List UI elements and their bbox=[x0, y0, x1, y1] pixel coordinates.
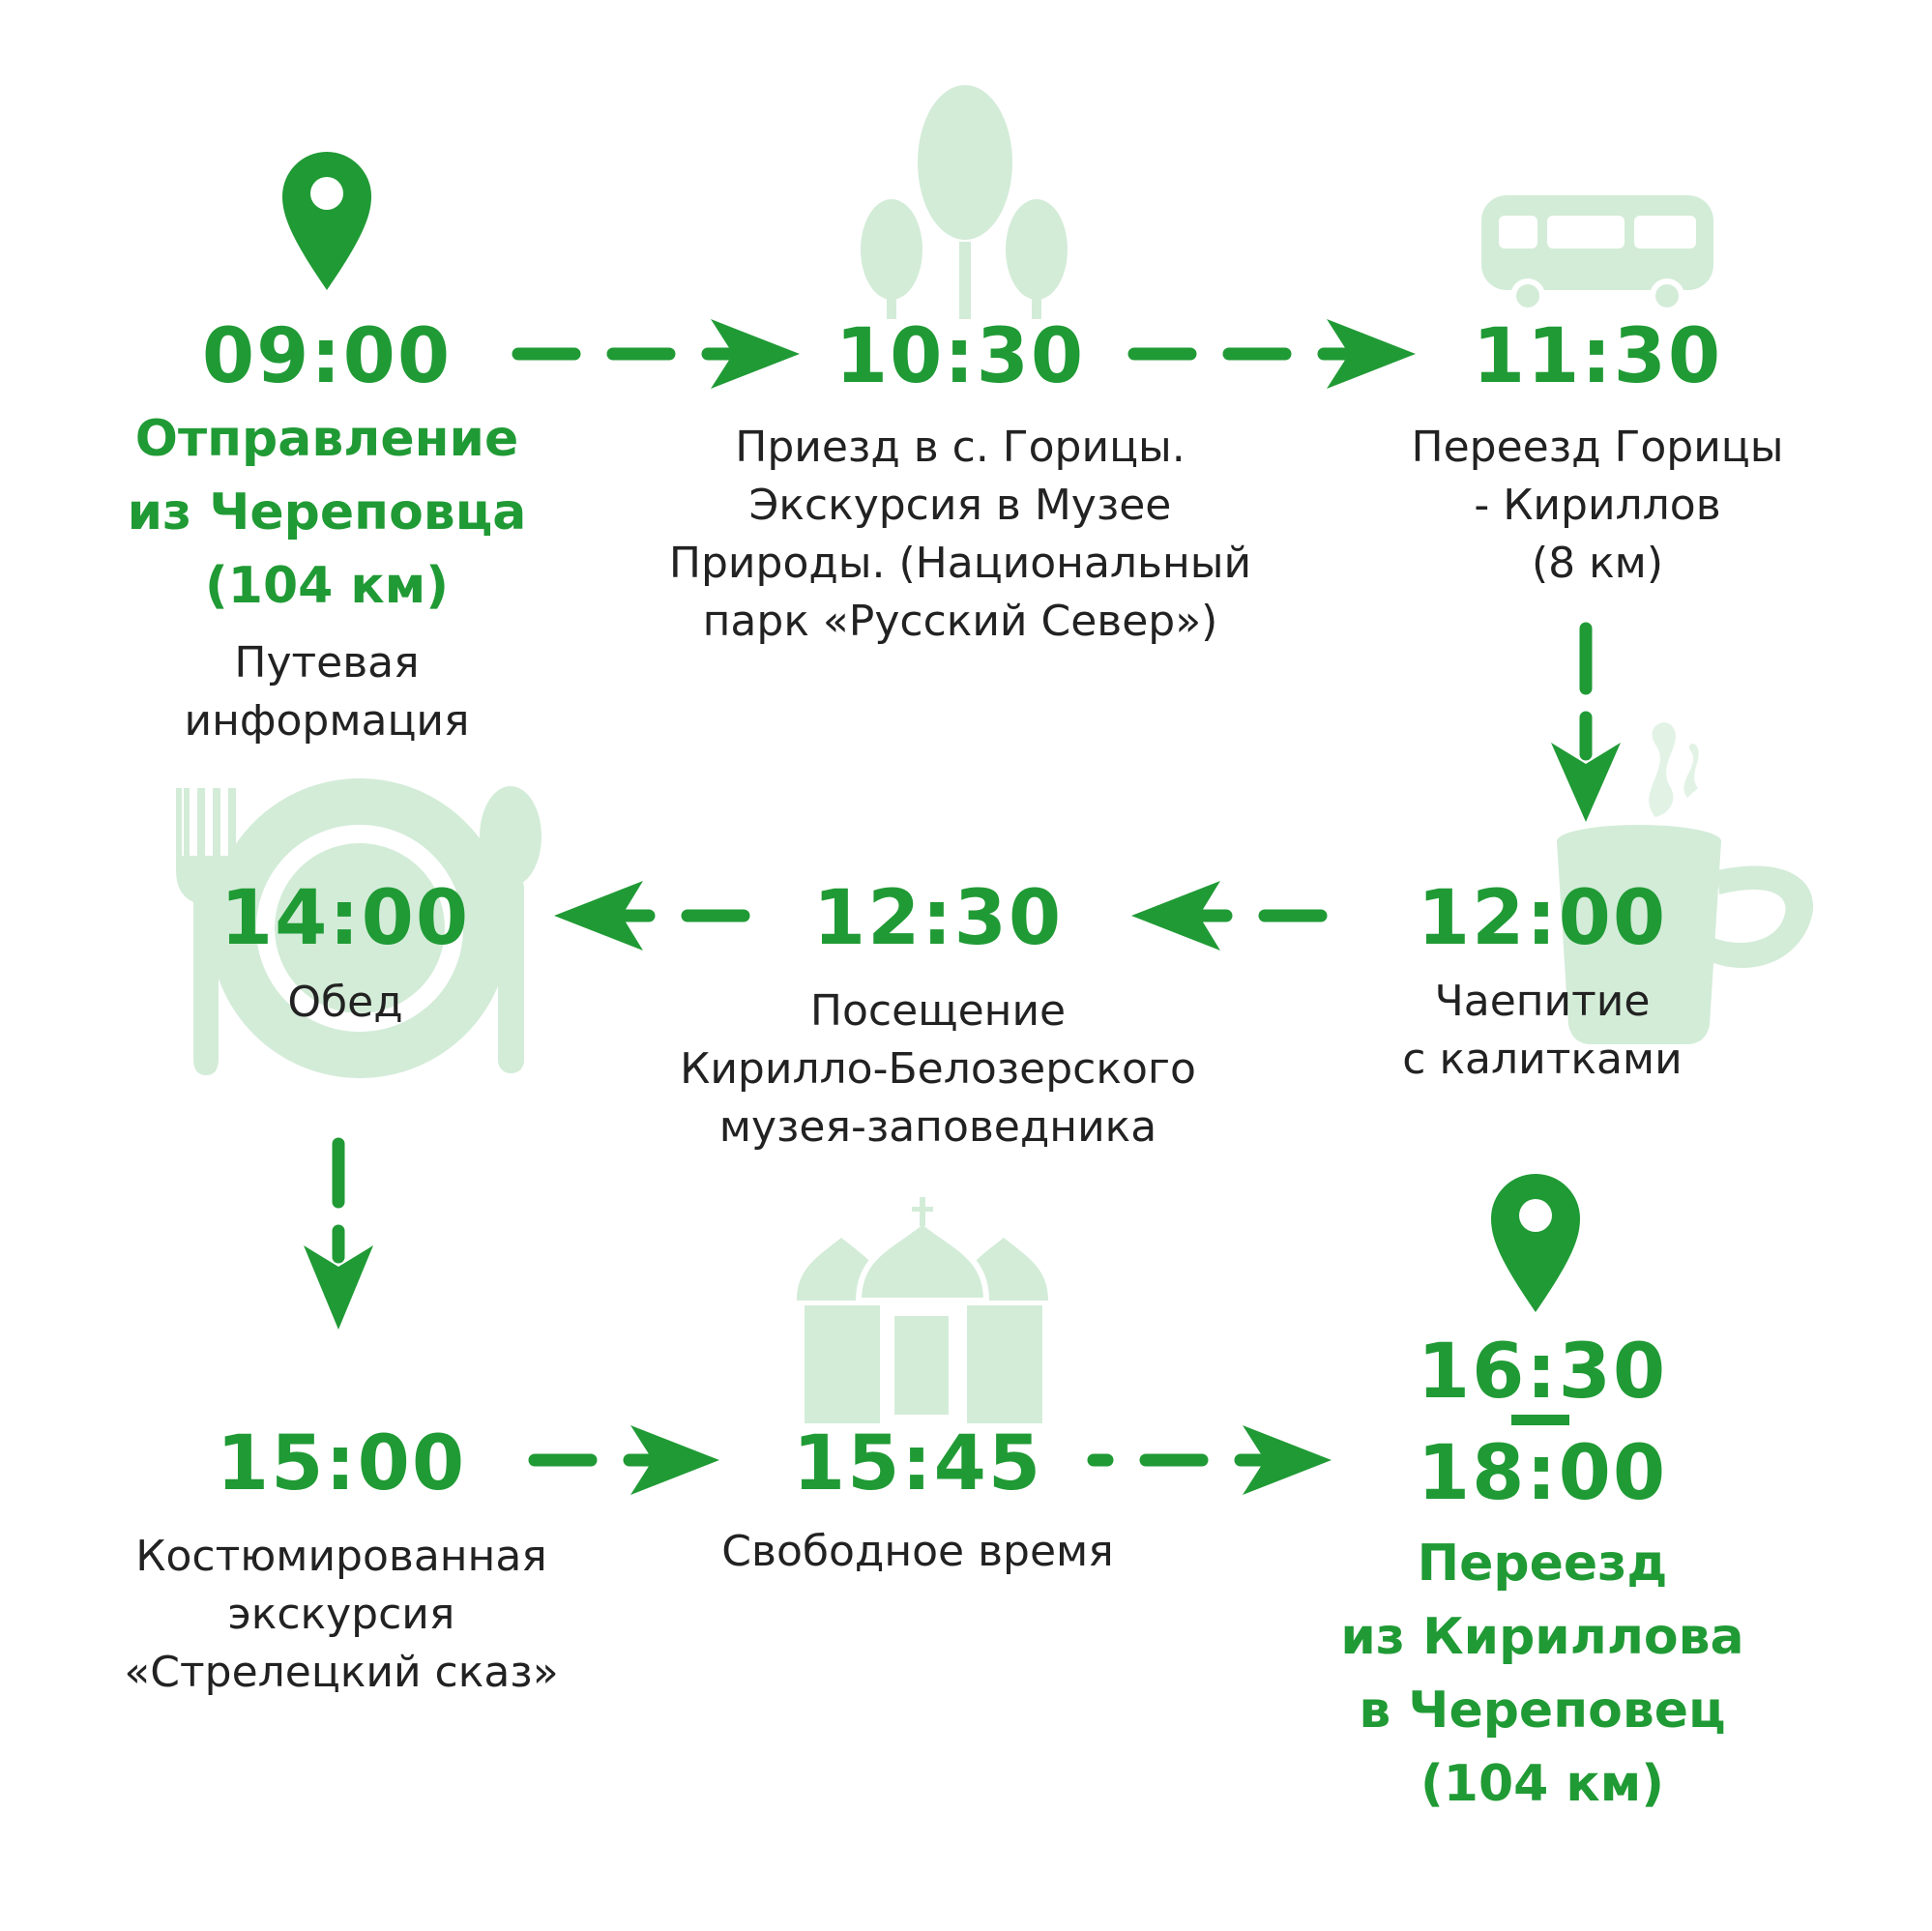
desc-line: музея-заповедника bbox=[718, 1102, 1157, 1152]
step-time: 12:00 bbox=[1417, 875, 1668, 962]
title-line: (104 км) bbox=[1420, 1755, 1664, 1813]
desc-line: экскурсия bbox=[227, 1590, 455, 1639]
arrow-right bbox=[1087, 1425, 1332, 1495]
arrow-left bbox=[554, 881, 750, 951]
arrow-right bbox=[1127, 319, 1416, 389]
step-time: 10:30 bbox=[834, 313, 1086, 400]
step-description: Костюмированная экскурсия «Стрелецкий ск… bbox=[100, 1528, 583, 1702]
desc-line: - Кириллов bbox=[1474, 481, 1721, 530]
desc-line: Экскурсия в Музее bbox=[748, 481, 1172, 530]
desc-line: Костюмированная bbox=[135, 1532, 547, 1581]
step-time-start: 16:30 bbox=[1417, 1329, 1668, 1416]
desc-line: Переезд Горицы bbox=[1411, 423, 1784, 472]
step-time: 15:00 bbox=[216, 1420, 467, 1507]
desc-line: с калитками bbox=[1402, 1035, 1683, 1084]
step-time: 15:45 bbox=[792, 1420, 1043, 1507]
step-time: 12:30 bbox=[812, 875, 1064, 962]
plate-cutlery-icon bbox=[176, 778, 542, 1078]
arrow-down bbox=[1551, 622, 1621, 822]
arrow-right bbox=[528, 1425, 719, 1495]
step-time: 11:30 bbox=[1472, 313, 1723, 400]
desc-line: Приезд в с. Горицы. bbox=[735, 423, 1186, 472]
step-title: Переезд из Кириллова в Череповец (104 км… bbox=[1301, 1527, 1784, 1821]
step-title: Отправление из Череповца (104 км) bbox=[85, 402, 569, 623]
desc-line: Путевая bbox=[234, 638, 420, 688]
title-line: Отправление bbox=[134, 410, 519, 468]
desc-line: информация bbox=[184, 696, 470, 746]
arrow-left bbox=[1131, 881, 1328, 951]
title-line: из Кириллова bbox=[1340, 1608, 1744, 1666]
step-time: 09:00 bbox=[201, 313, 453, 400]
step-description: Переезд Горицы - Кириллов (8 км) bbox=[1380, 419, 1815, 593]
desc-line: Посещение bbox=[809, 986, 1067, 1036]
desc-line: (8 км) bbox=[1531, 539, 1664, 588]
step-description: Путевая информация bbox=[133, 634, 520, 750]
desc-line: парк «Русский Север») bbox=[702, 597, 1218, 646]
title-line: (104 км) bbox=[205, 557, 449, 615]
step-time-end: 18:00 bbox=[1417, 1430, 1668, 1517]
tea-cup-icon bbox=[1557, 722, 1814, 1044]
step-description: Посещение Кирилло-Белозерского музея-зап… bbox=[648, 982, 1228, 1156]
step-description: Приезд в с. Горицы. Экскурсия в Музее Пр… bbox=[646, 419, 1274, 651]
desc-line: Свободное время bbox=[721, 1527, 1114, 1576]
bus-icon bbox=[1481, 195, 1713, 313]
title-line: Переезд bbox=[1417, 1535, 1668, 1593]
tree-icon bbox=[861, 85, 1068, 319]
map-pin-icon bbox=[1491, 1174, 1580, 1312]
title-line: из Череповца bbox=[127, 483, 527, 541]
step-description: Обед bbox=[152, 974, 539, 1032]
desc-line: «Стрелецкий сказ» bbox=[124, 1648, 559, 1697]
arrow-right bbox=[512, 319, 800, 389]
arrow-down bbox=[304, 1137, 373, 1330]
time-range-dash bbox=[1511, 1415, 1569, 1425]
desc-line: Чаепитие bbox=[1434, 977, 1651, 1026]
step-description: Свободное время bbox=[676, 1523, 1159, 1581]
step-time: 14:00 bbox=[220, 875, 471, 962]
title-line: в Череповец bbox=[1359, 1682, 1726, 1740]
desc-line: Природы. (Национальный bbox=[668, 539, 1252, 588]
map-pin-icon bbox=[282, 152, 371, 290]
desc-line: Обед bbox=[287, 978, 403, 1027]
step-description: Чаепитие с калитками bbox=[1349, 973, 1736, 1089]
church-domes-icon bbox=[797, 1197, 1048, 1423]
desc-line: Кирилло-Белозерского bbox=[680, 1044, 1196, 1094]
